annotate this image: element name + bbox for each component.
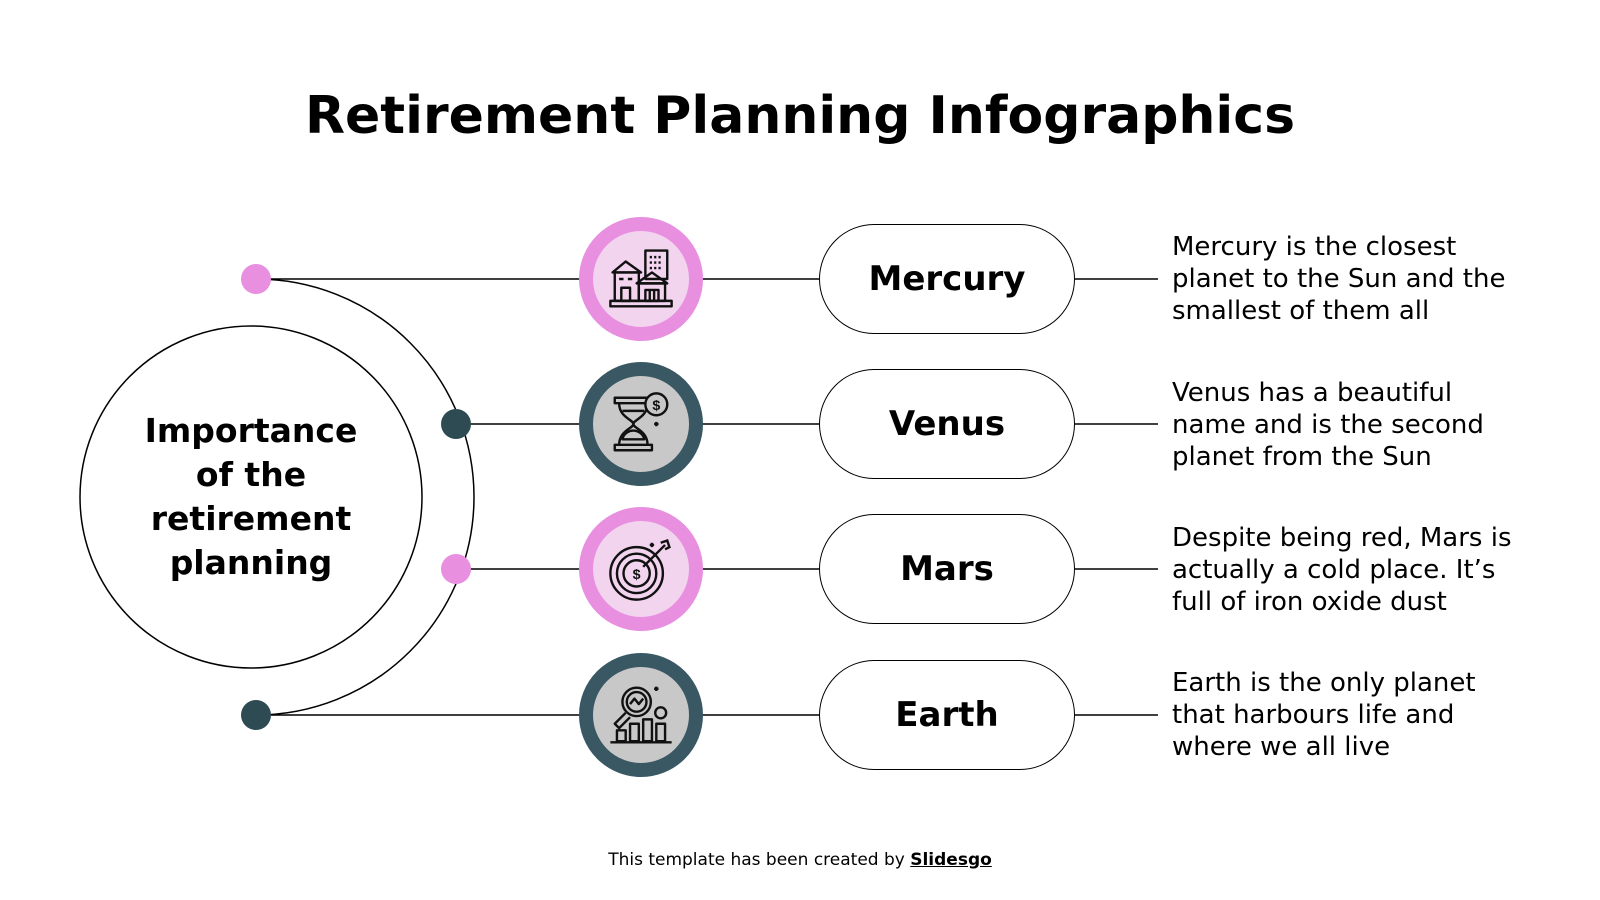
dot-venus — [441, 409, 471, 439]
center-label: Importance of the retirement planning — [144, 411, 358, 582]
icon-circle-venus: $ — [579, 362, 703, 486]
pill-label: Earth — [895, 695, 999, 735]
dot-earth — [241, 700, 271, 730]
pill-label: Mars — [900, 549, 994, 589]
icon-circle-mercury — [579, 217, 703, 341]
description-earth: Earth is the only planet that harbours l… — [1172, 668, 1476, 762]
hourglass-money-icon: $ — [613, 392, 669, 452]
dot-mercury — [241, 264, 271, 294]
center-circle: Importance of the retirement planning — [80, 326, 422, 668]
magnifier-chart-icon — [610, 686, 672, 744]
footer-credit: This template has been created by Slides… — [0, 850, 1600, 870]
pill-mars: Mars — [819, 514, 1075, 624]
icon-circle-earth — [579, 653, 703, 777]
pill-label: Mercury — [868, 259, 1026, 299]
pill-mercury: Mercury — [819, 224, 1075, 334]
icon-circle-mars: $ — [579, 507, 703, 631]
slidesgo-link[interactable]: Slidesgo — [910, 850, 992, 870]
dot-mars — [441, 554, 471, 584]
description-venus: Venus has a beautiful name and is the se… — [1172, 378, 1484, 472]
svg-text:$: $ — [633, 567, 641, 583]
houses-icon — [609, 249, 673, 308]
target-dollar-icon: $ — [609, 539, 671, 601]
page-title: Retirement Planning Infographics — [304, 86, 1296, 146]
description-mars: Despite being red, Mars is actually a co… — [1172, 523, 1512, 617]
footer-text: This template has been created by — [608, 850, 911, 870]
description-mercury: Mercury is the closest planet to the Sun… — [1172, 232, 1506, 326]
svg-text:$: $ — [652, 398, 660, 414]
pill-label: Venus — [888, 404, 1006, 444]
pill-venus: Venus — [819, 369, 1075, 479]
pill-earth: Earth — [819, 660, 1075, 770]
